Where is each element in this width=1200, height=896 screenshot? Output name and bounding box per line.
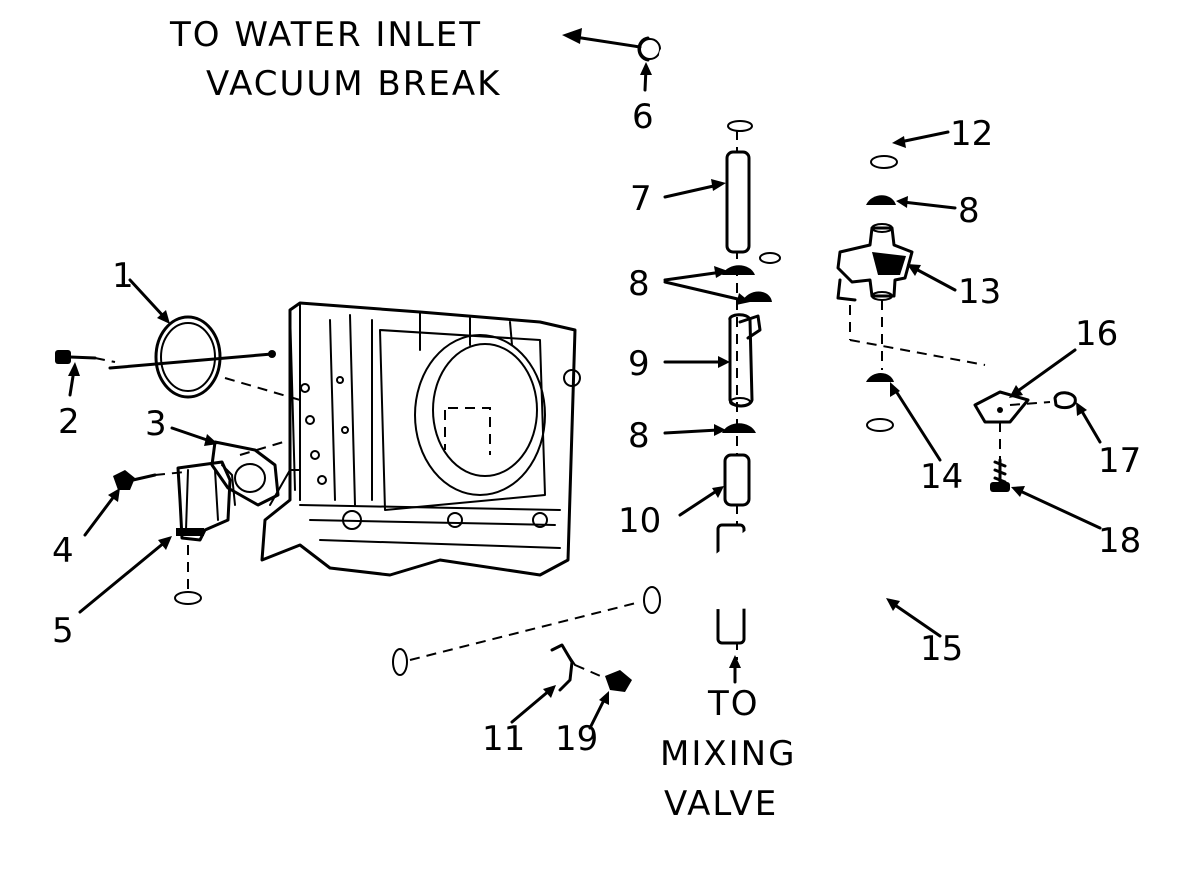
- label-part-19: 19: [555, 719, 598, 759]
- part-8-clamp-a: [722, 265, 755, 275]
- arrow-to-water-inlet: [562, 28, 642, 49]
- label-part-16: 16: [1075, 314, 1118, 354]
- part-3-gasket: [210, 439, 291, 507]
- part-12-hose: [758, 107, 898, 267]
- annotation-water-inlet-line1: TO WATER INLET: [169, 15, 482, 55]
- part-9-tee: [728, 313, 762, 408]
- label-part-6: 6: [632, 97, 654, 137]
- part-17-clip: [1053, 391, 1077, 410]
- label-part-17: 17: [1098, 441, 1141, 481]
- label-part-1: 1: [112, 256, 134, 296]
- label-part-14: 14: [920, 457, 963, 497]
- part-4-bolt: [113, 470, 186, 490]
- label-part-13: 13: [958, 272, 1001, 312]
- label-part-12: 12: [950, 114, 993, 154]
- label-part-9: 9: [628, 344, 650, 384]
- part-1-ring: [108, 315, 301, 401]
- part-14-clamp: [866, 373, 894, 382]
- hose-top: [659, 44, 753, 136]
- part-5-elbow: [176, 460, 236, 542]
- part-18-screw: [990, 458, 1010, 492]
- label-part-8-b: 8: [958, 191, 980, 231]
- label-part-3: 3: [145, 404, 167, 444]
- label-part-15: 15: [920, 629, 963, 669]
- label-part-11: 11: [482, 719, 525, 759]
- part-8-clamp-c: [722, 423, 756, 433]
- label-part-5: 5: [52, 611, 74, 651]
- part-10-tube: [723, 453, 751, 507]
- part-2-screw: [55, 350, 116, 397]
- label-part-7: 7: [630, 179, 652, 219]
- hose-lower-left: [174, 545, 410, 700]
- part-15-hose: [643, 413, 894, 614]
- part-8-clamp-b: [742, 291, 772, 302]
- label-part-4: 4: [52, 531, 74, 571]
- annotation-mixing-valve-line2: MIXING: [660, 734, 796, 774]
- leader-lines: [78, 130, 1102, 730]
- label-part-8-c: 8: [628, 416, 650, 456]
- part-8-clamp-d: [866, 195, 896, 205]
- annotation-mixing-valve-line3: VALVE: [664, 784, 778, 824]
- tub-housing: [260, 301, 581, 577]
- part-19-screw: [574, 664, 632, 692]
- part-13-valve: [836, 223, 914, 302]
- label-part-8-a: 8: [628, 264, 650, 304]
- label-part-10: 10: [618, 501, 661, 541]
- annotation-water-inlet-line2: VACUUM BREAK: [206, 64, 501, 104]
- label-part-2: 2: [58, 402, 80, 442]
- label-part-18: 18: [1098, 521, 1141, 561]
- part-11-clip: [550, 643, 576, 692]
- annotation-mixing-valve-line1: TO: [707, 684, 760, 724]
- part-7-tube: [725, 150, 751, 254]
- part-16-bracket: [973, 390, 1051, 460]
- part-6-clamp: [637, 36, 661, 92]
